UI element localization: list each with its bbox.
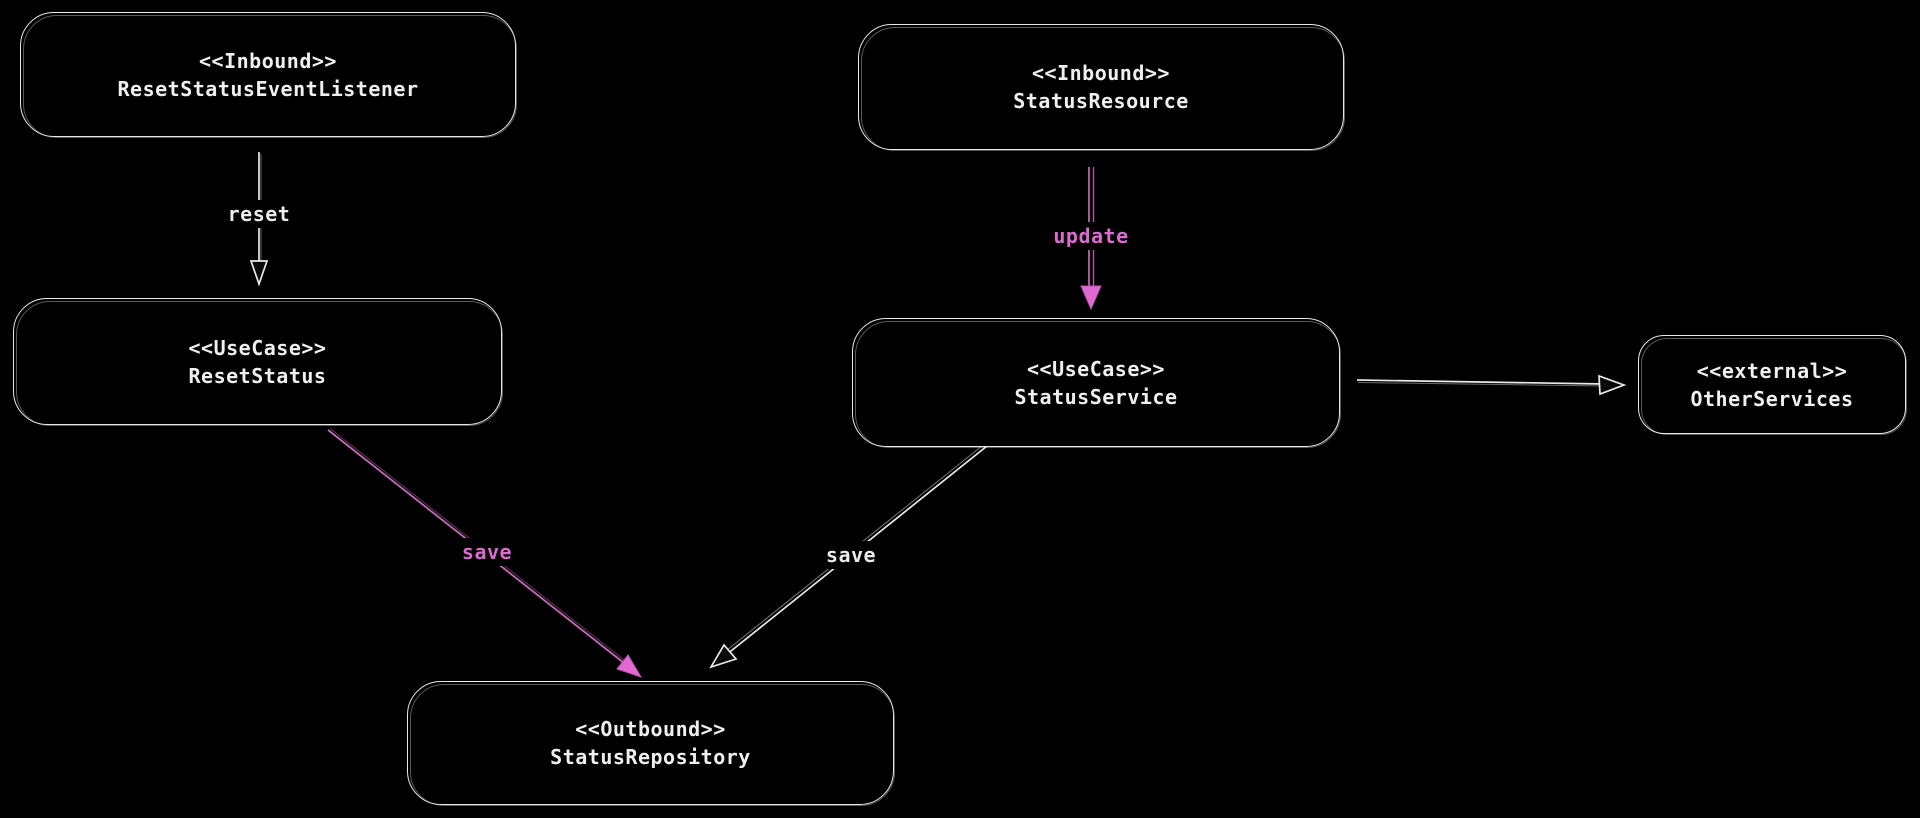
node-reset-status-event-listener[interactable]: <<Inbound>> ResetStatusEventListener — [20, 12, 517, 138]
node-stereotype: <<Inbound>> — [1032, 61, 1170, 85]
edge-label-reset[interactable]: reset — [218, 200, 300, 228]
node-name: ResetStatus — [188, 363, 327, 388]
arrowhead-down-right-icon — [616, 654, 643, 678]
edge-label-save-pink[interactable]: save — [452, 538, 522, 566]
node-name: StatusRepository — [550, 745, 751, 769]
node-stereotype: <<Inbound>> — [199, 48, 337, 73]
node-name: ResetStatusEventListener — [117, 76, 419, 101]
node-stereotype: <<Outbound>> — [575, 717, 726, 741]
node-stereotype: <<UseCase>> — [1027, 356, 1165, 381]
node-name: StatusService — [1014, 384, 1178, 409]
node-reset-status[interactable]: <<UseCase>> ResetStatus — [13, 298, 503, 426]
node-name: OtherServices — [1690, 386, 1854, 411]
arrowhead-down-icon — [249, 260, 269, 287]
node-name: StatusResource — [1013, 89, 1189, 113]
node-status-repository[interactable]: <<Outbound>> StatusRepository — [407, 681, 895, 806]
arrowhead-right-icon — [1598, 374, 1627, 396]
node-stereotype: <<external>> — [1696, 358, 1848, 383]
node-status-resource[interactable]: <<Inbound>> StatusResource — [858, 24, 1345, 151]
node-status-service[interactable]: <<UseCase>> StatusService — [852, 318, 1341, 448]
arrow-line — [1356, 379, 1605, 385]
node-other-services[interactable]: <<external>> OtherServices — [1638, 335, 1907, 435]
edge-to-other-services-arrow[interactable] — [1356, 374, 1627, 396]
edge-label-save-white[interactable]: save — [816, 541, 886, 569]
arrow-line-sketch — [1357, 382, 1604, 387]
arrowhead-down-icon — [1080, 285, 1102, 311]
arrowhead-down-left-icon — [709, 643, 738, 669]
edge-label-update[interactable]: update — [1044, 222, 1138, 250]
node-stereotype: <<UseCase>> — [188, 335, 327, 360]
